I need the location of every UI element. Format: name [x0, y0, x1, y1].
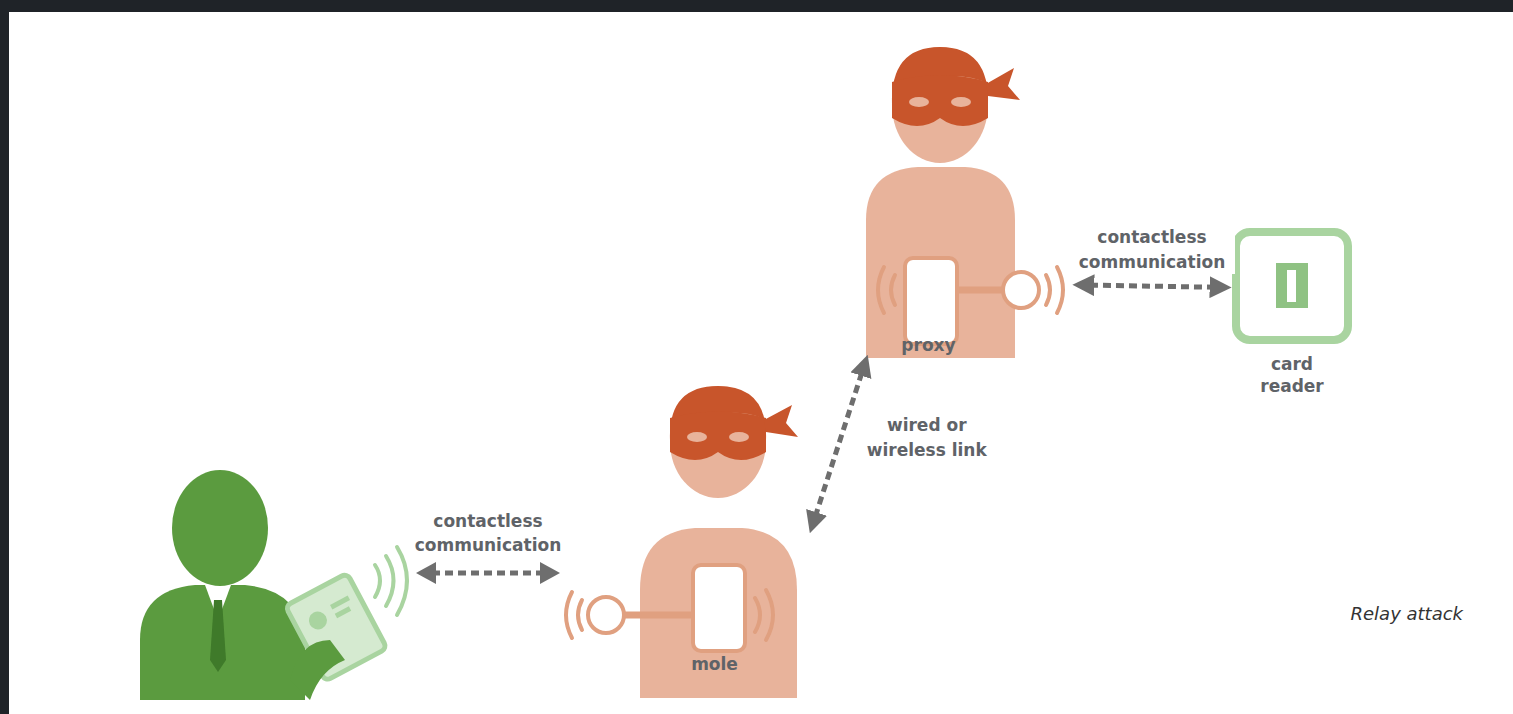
frame-bar — [0, 0, 1513, 12]
victim-figure — [140, 470, 407, 700]
node-label: mole — [691, 653, 738, 675]
edge-label: wired or wireless link — [859, 413, 995, 462]
relay-connector — [815, 371, 862, 516]
relay-connector — [1090, 285, 1214, 287]
figure-caption: Relay attack — [1351, 603, 1463, 624]
mole-figure — [566, 386, 798, 698]
card-reader-node: card reader — [1226, 226, 1358, 403]
frame-bar — [0, 0, 9, 714]
contactless-arrow — [416, 562, 560, 584]
link-label: contactless communication — [405, 509, 571, 558]
card-reader-symbol — [1226, 226, 1358, 348]
node-label: card reader — [1252, 353, 1332, 397]
node-label: proxy — [901, 334, 955, 356]
proxy-figure — [866, 47, 1063, 358]
edge-label: contactless communication — [1069, 225, 1235, 274]
mole-node: mole — [575, 528, 860, 695]
proxy-node: proxy — [845, 195, 1078, 360]
